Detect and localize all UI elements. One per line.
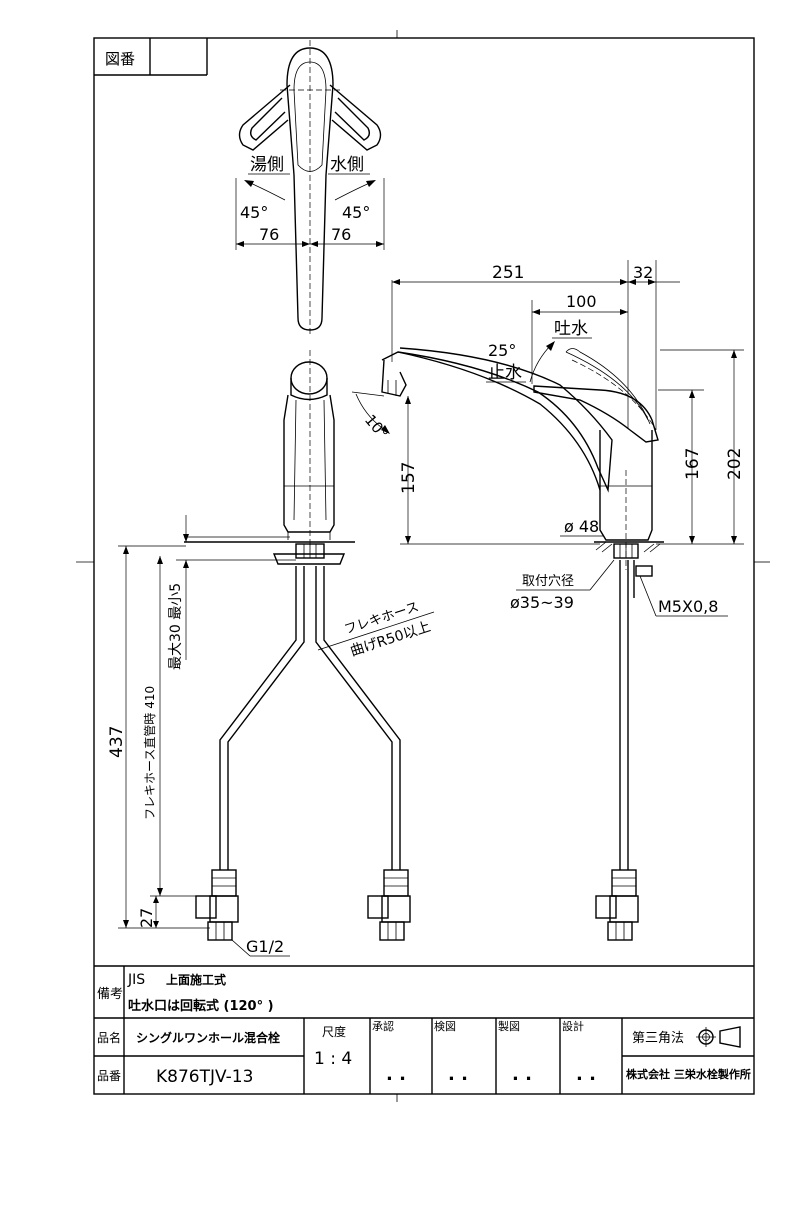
design-label: 設計 xyxy=(562,1019,584,1033)
top-view: 湯側 水側 45° 45° 76 76 xyxy=(235,40,385,335)
lever-angle-label: 25° xyxy=(488,341,516,360)
offset-dim: 32 xyxy=(633,263,653,282)
fitting-height-dim: 27 xyxy=(137,908,156,928)
projection-label: 第三角法 xyxy=(632,1031,684,1046)
front-view: フレキホース 曲げR50以上 xyxy=(184,350,435,941)
drafting-dots: . . xyxy=(512,1064,532,1085)
check-label: 検図 xyxy=(434,1019,456,1033)
drawing-frame xyxy=(93,37,755,1095)
product-name-label: 品名 xyxy=(97,1030,121,1045)
spout-height-dim: 157 xyxy=(399,462,419,494)
side-view xyxy=(381,347,664,941)
product-number-value: K876TJV-13 xyxy=(156,1067,253,1087)
scale-label: 尺度 xyxy=(322,1024,346,1039)
approval-dots: . . xyxy=(386,1064,406,1085)
right-dimensions: 251 32 100 吐水 25° 止水 10° 157 ø 48 167 xyxy=(351,260,745,617)
product-number-label: 品番 xyxy=(97,1069,121,1083)
cold-width-dim: 76 xyxy=(331,225,351,244)
cold-angle-label: 45° xyxy=(342,203,370,222)
overall-lever-height-dim: 202 xyxy=(725,448,745,480)
hot-side-label: 湯側 xyxy=(250,155,284,175)
spout-water-label: 吐水 xyxy=(554,319,588,339)
drafting-label: 製図 xyxy=(498,1019,520,1033)
mount-hole-range: ø35~39 xyxy=(510,593,574,612)
cold-side-label: 水側 xyxy=(330,155,364,175)
tilt-angle-label: 10° xyxy=(361,411,392,443)
stop-water-label: 止水 xyxy=(488,363,522,383)
third-angle-projection-icon xyxy=(696,1026,741,1048)
hot-angle-label: 45° xyxy=(240,203,268,222)
remark-install-type: 上面施工式 xyxy=(166,972,226,987)
remark-standard: JIS xyxy=(127,972,145,988)
company-name: 株式会社 三栄水栓製作所 xyxy=(626,1067,751,1081)
lever-height-dim: 167 xyxy=(683,448,703,480)
thread-label: G1/2 xyxy=(246,937,284,956)
body-diameter-dim: ø 48 xyxy=(564,517,599,536)
approval-label: 承認 xyxy=(372,1019,394,1033)
check-dots: . . xyxy=(448,1064,468,1085)
lever-reach-dim: 100 xyxy=(566,292,597,311)
spout-reach-dim: 251 xyxy=(492,263,524,283)
remark-rotation: 吐水口は回転式 (120° ) xyxy=(128,998,274,1014)
mount-hole-label: 取付穴径 xyxy=(522,574,574,589)
zuban-label: 図番 xyxy=(105,50,135,68)
remarks-label: 備考 xyxy=(97,986,123,1002)
scale-value: 1 : 4 xyxy=(314,1049,352,1069)
title-block: 備考 JIS 上面施工式 吐水口は回転式 (120° ) 品名 シングルワンホー… xyxy=(94,965,754,1094)
max-min-dim: 最大30 最小5 xyxy=(168,583,184,670)
hot-width-dim: 76 xyxy=(259,225,279,244)
product-name-value: シングルワンホール混合栓 xyxy=(136,1030,280,1045)
overall-height-dim: 437 xyxy=(107,726,127,758)
hose-length-dim: フレキホース直管時 410 xyxy=(142,686,157,820)
design-dots: . . xyxy=(576,1064,596,1085)
left-dimensions: 最大30 最小5 フレキホース直管時 410 437 27 G1/2 xyxy=(107,515,296,957)
bolt-label: M5X0,8 xyxy=(658,597,718,616)
